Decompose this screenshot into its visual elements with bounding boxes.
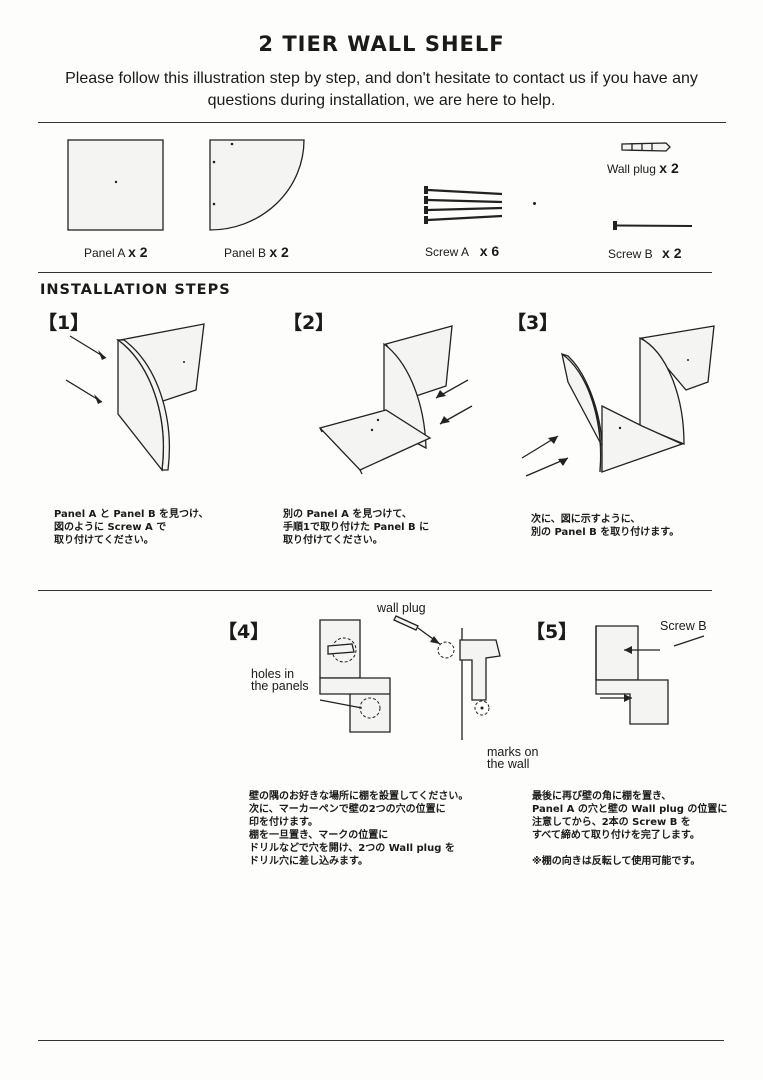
part-panel-b: Panel B x 2 — [224, 244, 289, 260]
step-4-text: 壁の隅のお好きな場所に棚を設置してください。 次に、マーカーペンで壁の2つの穴の… — [249, 791, 469, 867]
part-panel-a: Panel A x 2 — [84, 244, 148, 260]
divider-steps — [38, 590, 712, 591]
step-1-diagram — [65, 323, 205, 472]
step-1-number: 【1】 — [38, 312, 90, 334]
step-2-number: 【2】 — [283, 312, 335, 334]
divider-bottom — [38, 1040, 724, 1041]
step-3-text: 次に、図に示すように、 別の Panel B を取り付けます。 — [531, 514, 680, 538]
part-name: Panel A — [84, 246, 125, 260]
callout-holes: holes in the panels — [251, 667, 309, 693]
step-3-number: 【3】 — [507, 312, 559, 334]
callout-wall-plug: wall plug — [377, 601, 426, 615]
part-name: Screw B — [608, 247, 653, 261]
callout-screw-b: Screw B — [660, 619, 707, 633]
divider-top — [38, 122, 726, 123]
intro-text: Please follow this illustration step by … — [65, 70, 698, 109]
panel-b-image — [209, 139, 305, 231]
part-name: Screw A — [425, 245, 469, 259]
step-5-number: 【5】 — [526, 621, 578, 643]
step-1-text: Panel A と Panel B を見つけ、 図のように Screw A で … — [54, 509, 209, 546]
screw-a-image — [424, 186, 503, 224]
page-title: 2 TIER WALL SHELF — [258, 32, 505, 56]
step-3-diagram — [521, 325, 715, 477]
panel-a-image — [67, 139, 164, 231]
screw-b-image — [613, 221, 693, 230]
part-qty: x 2 — [662, 245, 682, 261]
part-qty: x 2 — [659, 160, 679, 176]
step-4-number: 【4】 — [218, 621, 270, 643]
step-5-text: 最後に再び壁の角に棚を置き、 Panel A の穴と壁の Wall plug の… — [532, 791, 728, 867]
part-name: Panel B — [224, 246, 267, 260]
step-2-text: 別の Panel A を見つけて、 手順1で取り付けた Panel B に 取り… — [283, 509, 430, 546]
wall-plug-image — [621, 142, 671, 152]
section-title: INSTALLATION STEPS — [40, 282, 231, 298]
part-qty: x 6 — [479, 243, 500, 259]
callout-marks: marks on the wall — [487, 745, 539, 771]
part-wall-plug: Wall plug x 2 — [607, 160, 679, 176]
part-qty: x 2 — [128, 244, 148, 260]
part-screw-b: Screw B x 2 — [608, 245, 682, 261]
step-2-diagram — [318, 325, 473, 475]
dot-mark — [533, 202, 536, 205]
part-screw-a: Screw A x 6 — [425, 243, 499, 259]
part-name: Wall plug — [607, 162, 656, 176]
step-5-diagram — [595, 625, 705, 725]
part-qty: x 2 — [269, 244, 289, 260]
divider-parts — [38, 272, 712, 273]
step-4-diagram — [319, 615, 501, 740]
